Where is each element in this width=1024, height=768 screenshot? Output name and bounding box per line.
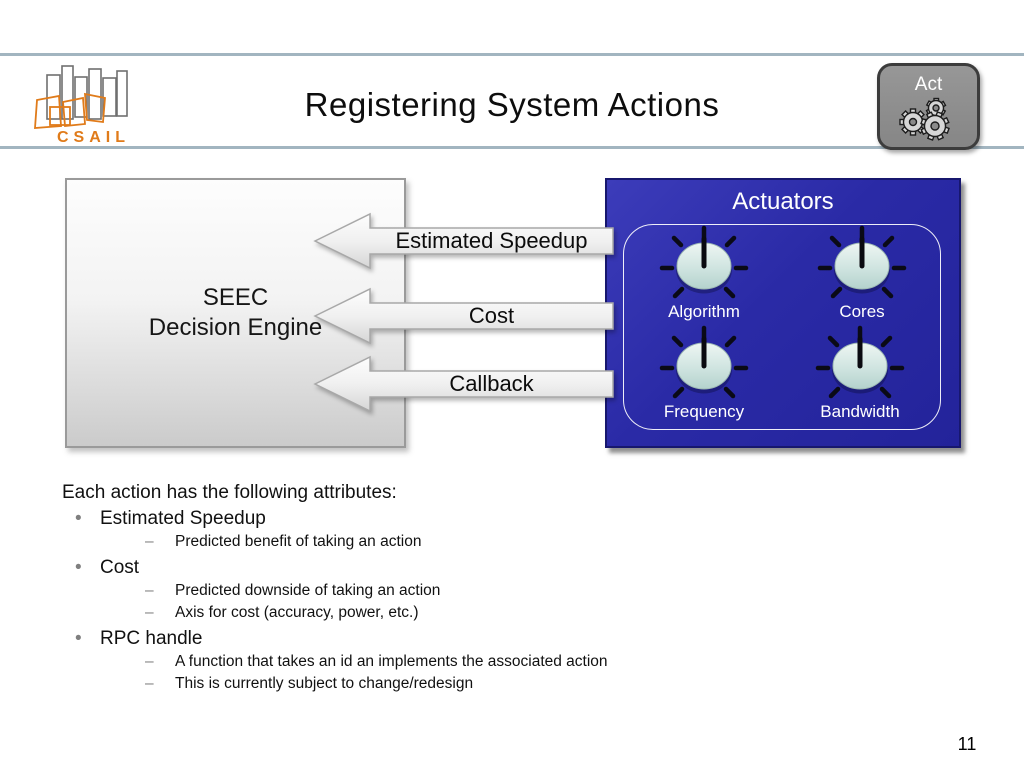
knob-icon-frequency [659,325,749,399]
sub-bullet-label: This is currently subject to change/rede… [175,675,474,692]
left-arrow-icon [313,355,614,413]
csail-logo-text: CSAIL [57,129,130,146]
seec-line1: SEEC [202,284,269,311]
bullet-cost: • Cost [62,556,842,579]
arrow-label-cost: Cost [468,303,515,328]
left-arrow-icon [313,287,614,345]
gears-icon [899,97,950,141]
bullet-estimated-speedup: • Estimated Speedup [62,507,842,530]
page-title: Registering System Actions [304,86,720,123]
knob-label-bandwidth: Bandwidth [820,402,900,421]
arrow-label-estimated-speedup: Estimated Speedup [395,228,588,253]
knob-icon-algorithm [659,225,749,299]
knob-label-frequency: Frequency [663,402,745,421]
sub-bullet: – Predicted downside of taking an action [62,580,842,603]
actuators-title: Actuators [732,188,834,215]
bullet-label: Cost [100,556,140,578]
knob-label-algorithm: Algorithm [668,302,740,321]
sub-bullet: – Predicted benefit of taking an action [62,531,842,554]
bullet-icon: • [75,556,82,578]
intro-line: Each action has the following attributes… [62,482,397,503]
dash-icon: – [145,675,154,692]
bullet-icon: • [75,508,82,529]
dash-icon: – [145,652,154,670]
bullet-rpc-handle: • RPC handle [62,627,842,650]
bullet-label: RPC handle [100,627,203,649]
bullet-label: Estimated Speedup [100,508,266,529]
sub-bullet-label: Predicted downside of taking an action [175,581,441,599]
arrow-callback: Callback [313,354,615,414]
header-top-rule [0,53,1024,56]
sub-bullet: – Axis for cost (accuracy, power, etc.) [62,602,842,625]
seec-box-label: SEEC Decision Engine [149,283,322,343]
sub-bullet-label: A function that takes an id an implement… [175,652,608,670]
act-badge: Act [877,63,980,150]
csail-logo-icon: CSAIL [34,65,130,146]
act-badge-label: Act [914,74,943,95]
left-arrow-icon [313,212,614,270]
dash-icon: – [145,533,154,550]
body-text: Each action has the following attributes… [62,480,842,696]
header-bottom-rule [0,146,1024,149]
sub-bullet: – This is currently subject to change/re… [62,673,842,696]
knob-icon-cores [817,225,907,299]
bullet-icon: • [75,627,82,649]
sub-bullet-label: Axis for cost (accuracy, power, etc.) [175,604,419,621]
arrow-cost: Cost [313,286,615,346]
knob-label-cores: Cores [839,302,885,321]
actuators-box: Actuators Algorithm [605,178,961,448]
arrow-estimated-speedup: Estimated Speedup [313,211,615,271]
sub-bullet: – A function that takes an id an impleme… [62,651,842,674]
dash-icon: – [145,604,154,621]
csail-logo: CSAIL [25,62,153,146]
actuators-panel [623,224,941,430]
seec-line2: Decision Engine [148,314,323,341]
arrow-label-callback: Callback [449,371,534,396]
knob-icon-bandwidth [815,325,905,399]
page-number: 11 [957,734,977,754]
dash-icon: – [145,581,154,599]
sub-bullet-label: Predicted benefit of taking an action [175,533,422,550]
